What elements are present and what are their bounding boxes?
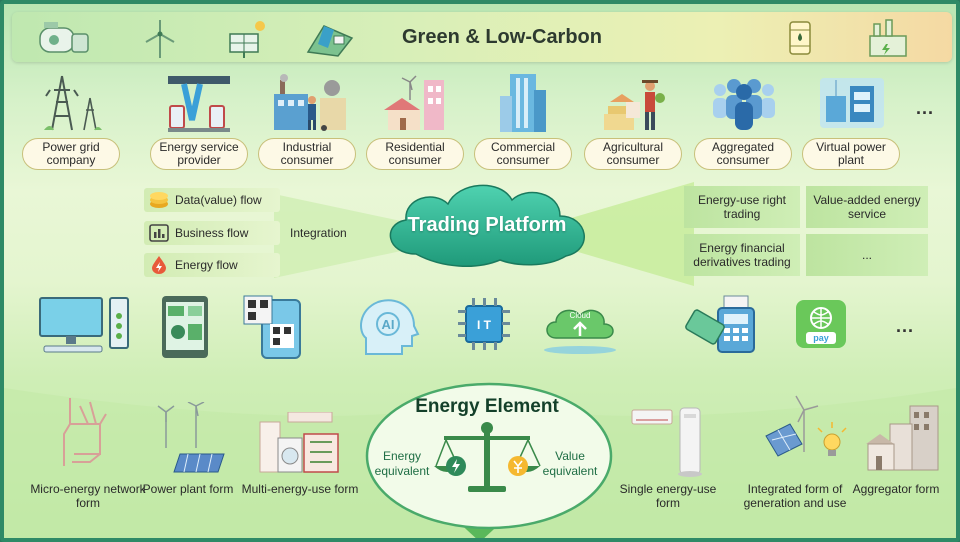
iot-text: I T: [477, 318, 492, 332]
house-wind-turbine-icon: [384, 75, 444, 130]
virtual-power-plant-icon: [820, 78, 884, 128]
coin-stack-icon: [150, 192, 168, 208]
transmission-tower-icon: [44, 75, 102, 131]
oil-barrel-icon: [789, 21, 811, 55]
right-funnel-shape: [544, 182, 694, 286]
hydro-dam-icon: [306, 25, 354, 57]
more-actors-ellipsis: ...: [916, 98, 935, 118]
trading-item-more: ...: [806, 234, 928, 276]
wind-turbine-icon: [145, 20, 175, 58]
lightning-drop-icon: [152, 256, 166, 274]
cloud-text: Cloud: [570, 311, 591, 320]
energy-equivalent-label: Energy equivalent: [374, 449, 430, 478]
pay-text: pay: [813, 333, 829, 343]
integrated-generation-use-icon: [765, 395, 847, 457]
tablet-icon: [162, 296, 208, 358]
micro-energy-network-icon: [63, 398, 107, 466]
water-tank-icon: [39, 22, 89, 53]
bar-chart-icon: [149, 224, 169, 242]
banner-title: Green & Low-Carbon: [401, 26, 602, 48]
multi-energy-use-icon: [259, 412, 339, 473]
integration-label: Integration: [290, 226, 347, 240]
ai-head-icon: AI: [360, 299, 420, 355]
ai-text: AI: [382, 317, 395, 332]
power-plant-icon: [869, 19, 907, 57]
form-label-multi-energy-use: Multi-energy-use form: [241, 482, 359, 496]
actor-label: Aggregated consumer: [694, 138, 792, 170]
form-label-aggregator: Aggregator form: [852, 482, 940, 496]
form-label-power-plant: Power plant form: [142, 482, 234, 496]
actor-label: Commercial consumer: [474, 138, 572, 170]
trading-item-value-added-service: Value-added energy service: [806, 186, 928, 228]
balance-scale-icon: [434, 422, 541, 492]
pay-icon: pay: [796, 300, 846, 348]
trading-item-energy-financial-derivatives: Energy financial derivatives trading: [684, 234, 800, 276]
actor-aggregated-consumer: Aggregated consumer: [694, 72, 792, 172]
top-banner: Green & Low-Carbon: [12, 12, 952, 62]
actor-agricultural-consumer: Agricultural consumer: [584, 72, 682, 172]
energy-element-title: Energy Element: [415, 396, 559, 417]
farmer-icon: [604, 80, 665, 130]
value-equivalent-label: Value equivalent: [542, 449, 598, 478]
actor-virtual-power-plant: Virtual power plant: [802, 72, 900, 172]
more-tech-ellipsis: ...: [896, 316, 915, 336]
flow-label: Data(value) flow: [175, 193, 262, 207]
left-funnel-shape: [274, 194, 434, 278]
flow-business: Business flow: [144, 221, 280, 245]
flow-energy: Energy flow: [144, 253, 280, 277]
qr-code-phone-icon: [243, 295, 301, 359]
form-label-single-energy-use: Single energy-use form: [619, 482, 717, 510]
actor-commercial-consumer: Commercial consumer: [474, 72, 572, 172]
group-of-people-icon: [713, 79, 775, 130]
actor-power-grid-company: Power grid company: [22, 72, 120, 172]
form-label-integrated-generation-use: Integrated form of generation and use: [743, 482, 847, 510]
single-energy-use-icon: [631, 407, 702, 477]
flow-label: Business flow: [175, 226, 249, 240]
actor-label: Agricultural consumer: [584, 138, 682, 170]
desktop-computer-icon: [39, 297, 129, 353]
iot-chip-icon: I T: [458, 298, 510, 350]
cloud-upload-icon: Cloud: [544, 309, 616, 354]
office-building-icon: [500, 74, 546, 132]
actor-label: Power grid company: [22, 138, 120, 170]
actor-label: Residential consumer: [366, 138, 464, 170]
flow-label: Energy flow: [175, 258, 238, 272]
actor-industrial-consumer: Industrial consumer: [258, 72, 356, 172]
actor-label: Energy service provider: [150, 138, 248, 170]
trading-platform-title: Trading Platform: [407, 214, 567, 236]
charging-station-icon: [168, 76, 230, 132]
trading-platform-cloud: [389, 184, 585, 267]
actor-label: Virtual power plant: [802, 138, 900, 170]
actor-energy-service-provider: Energy service provider: [150, 72, 248, 172]
aggregator-form-icon: [866, 405, 939, 471]
power-plant-form-icon: [157, 402, 225, 473]
card-payment-icon: [685, 295, 755, 353]
flow-data-value: Data(value) flow: [144, 188, 280, 212]
actor-residential-consumer: Residential consumer: [366, 72, 464, 172]
actor-label: Industrial consumer: [258, 138, 356, 170]
trading-item-energy-use-right: Energy-use right trading: [684, 186, 800, 228]
solar-panel-icon: [229, 21, 265, 58]
form-label-micro-energy-network: Micro-energy network form: [30, 482, 146, 510]
factory-worker-icon: [274, 74, 346, 131]
